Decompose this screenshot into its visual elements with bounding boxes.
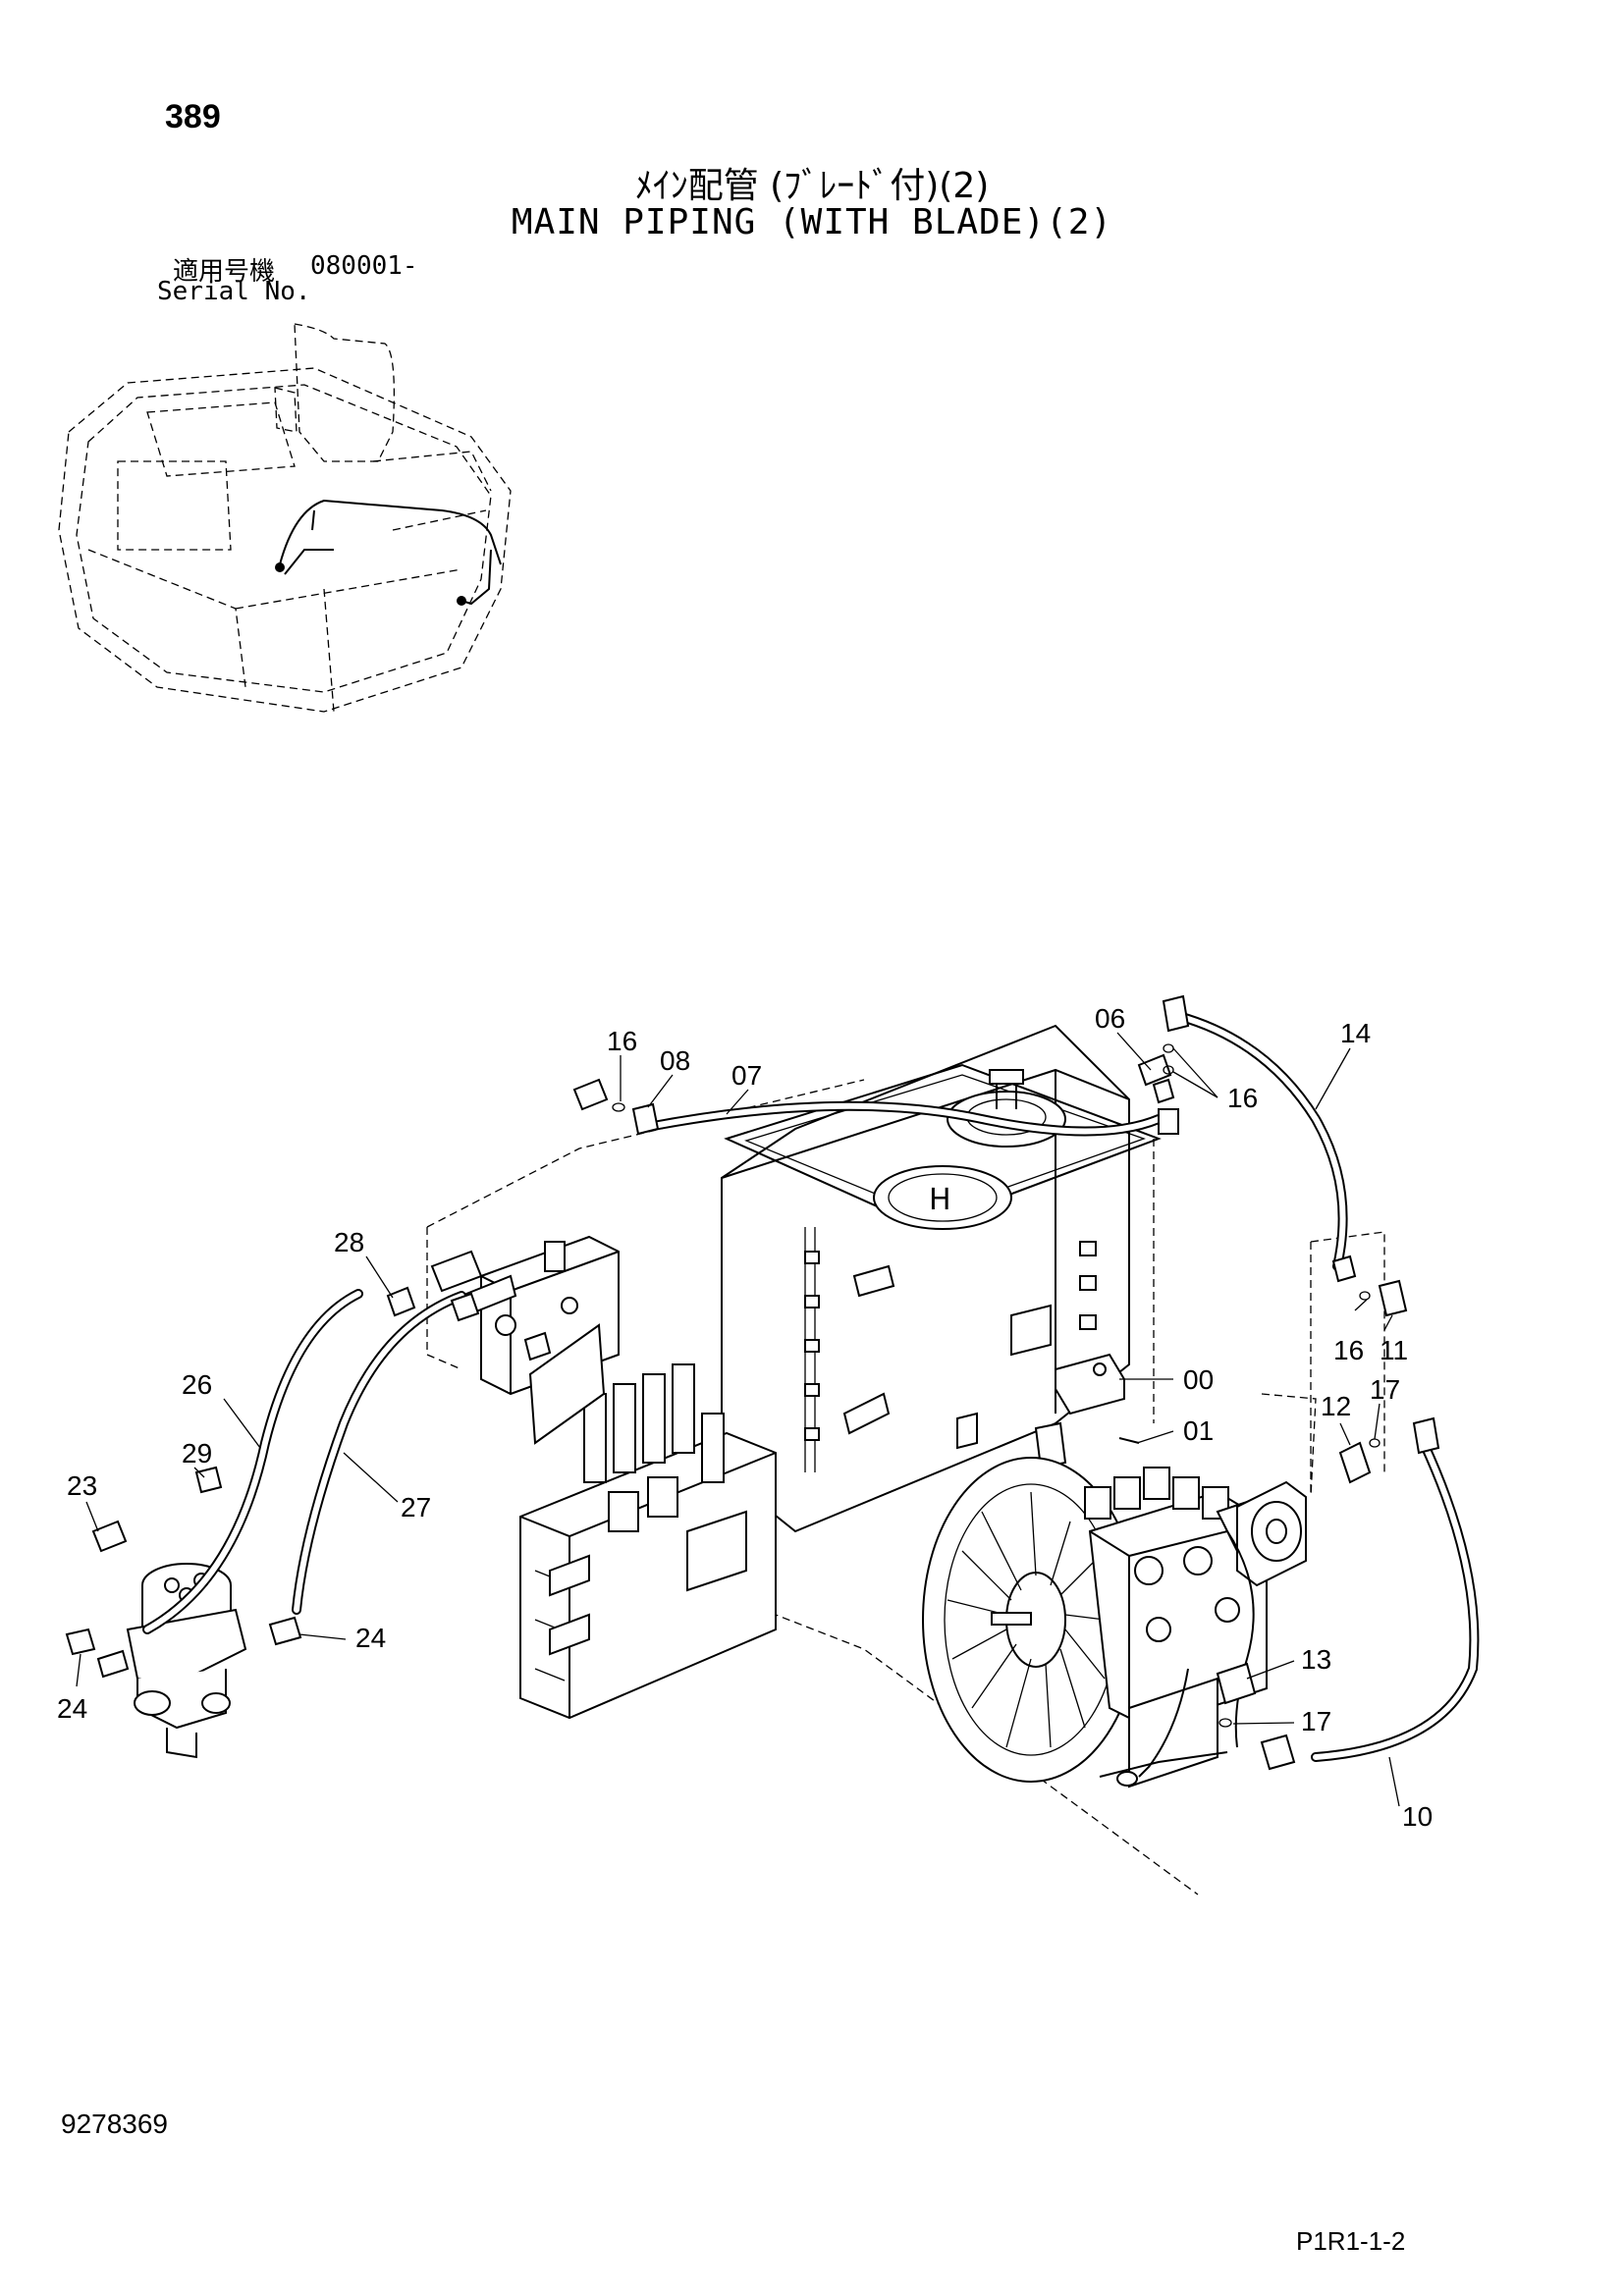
serial-label-japanese: 適用号機: [173, 257, 276, 287]
callout-08: 08: [660, 1045, 690, 1076]
hydraulic-pump: [922, 1457, 1307, 1789]
hydraulic-tank: H: [721, 1024, 1162, 1533]
callout-14: 14: [1340, 1018, 1371, 1048]
callout-24-left: 24: [57, 1693, 87, 1724]
travel-motor: [126, 1563, 247, 1759]
machine-overview-inset: [58, 323, 512, 713]
callout-28: 28: [334, 1227, 364, 1257]
callout-06: 06: [1095, 1003, 1125, 1034]
callout-00: 00: [1183, 1364, 1214, 1395]
hoses: [142, 1011, 1480, 1762]
callout-13: 13: [1301, 1644, 1331, 1675]
frame-reference-lines: [426, 1079, 1385, 1896]
callout-16-upper-right: 16: [1227, 1083, 1258, 1113]
page-code: P1R1-1-2: [1296, 2226, 1406, 2256]
callout-23: 23: [67, 1470, 97, 1501]
page-title-japanese: ﾒｲﾝ配管 (ﾌﾞﾚｰﾄﾞ付)(2): [634, 166, 990, 206]
callout-12: 12: [1321, 1391, 1351, 1421]
callout-07: 07: [731, 1060, 762, 1091]
callout-11: 11: [1380, 1335, 1408, 1365]
callout-29: 29: [182, 1438, 212, 1468]
leader-lines: [76, 1032, 1400, 1807]
callout-17-lower: 17: [1301, 1706, 1331, 1736]
callout-01: 01: [1183, 1415, 1214, 1446]
callout-16-right: 16: [1333, 1335, 1364, 1365]
page-title-english: MAIN PIPING (WITH BLADE)(2): [511, 202, 1113, 242]
callout-26: 26: [182, 1369, 212, 1400]
control-valve: [430, 1235, 777, 1720]
svg-text:H: H: [929, 1183, 951, 1217]
fittings: [65, 994, 1440, 1771]
document-number: 9278369: [61, 2109, 169, 2139]
callout-labels: 16 08 07 06 14 16 28 26 29 23 27 24 24 0…: [57, 1003, 1433, 1832]
callout-10: 10: [1402, 1801, 1433, 1832]
serial-label-english: Serial No.: [157, 277, 311, 306]
callout-24-right: 24: [355, 1623, 386, 1653]
page-number: 389: [165, 98, 221, 135]
serial-value: 080001-: [310, 251, 418, 281]
callout-16-top: 16: [607, 1026, 637, 1056]
callout-27: 27: [401, 1492, 431, 1522]
callout-17-upper: 17: [1370, 1374, 1400, 1405]
